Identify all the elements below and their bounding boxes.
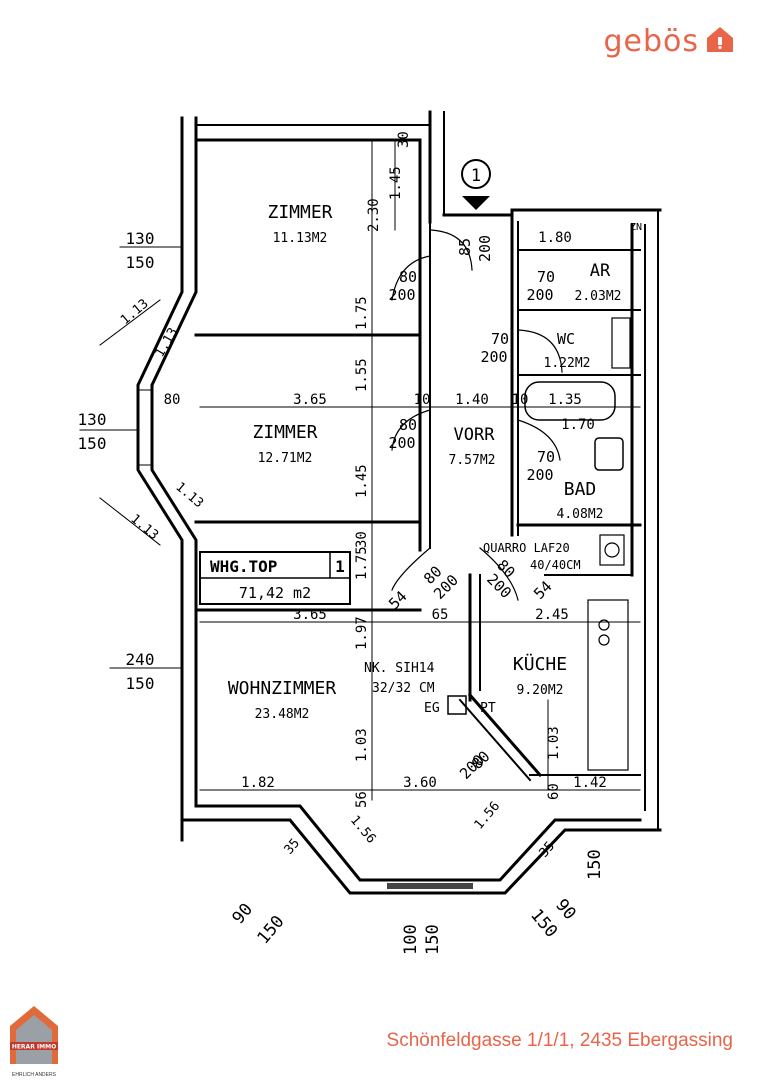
dim-label: 200 — [526, 466, 553, 484]
dim-label: 80 — [399, 416, 417, 434]
dim-label: 100 — [401, 924, 421, 955]
dim-label: 1.82 — [241, 775, 275, 791]
property-address: Schönfeldgasse 1/1/1, 2435 Ebergassing — [386, 1030, 733, 1051]
dim-label: 30 — [396, 131, 412, 148]
room-name: KÜCHE — [513, 653, 567, 675]
room-name: BAD — [564, 479, 597, 500]
dim-label: 1.56 — [347, 813, 379, 847]
room-area: 4.08M2 — [557, 507, 604, 522]
dim-label: 2.45 — [535, 607, 569, 623]
floor-plan: 1 WHG.TOP 1 71,42 m2 ZIMMER 11.13M2 ZIMM… — [78, 110, 662, 955]
house-icon — [705, 24, 735, 59]
section-marker: 1 — [471, 166, 481, 186]
agency-logo: HERAR IMMO — [8, 1004, 60, 1074]
dim-label: 70 — [537, 448, 555, 466]
dim-label: 150 — [423, 924, 443, 955]
note-quarro-size: 40/40CM — [530, 558, 581, 572]
room-name: ZIMMER — [252, 422, 317, 443]
dim-label: 1.55 — [354, 358, 370, 392]
dim-label: 150 — [126, 253, 155, 272]
dim-label: 70 — [491, 330, 509, 348]
dim-label: 3.60 — [403, 775, 437, 791]
dim-label: 35 — [282, 836, 304, 858]
dim-label: 2.30 — [366, 198, 382, 232]
dim-label: 56 — [354, 791, 370, 808]
dim-label: 200 — [388, 434, 415, 452]
dim-label: 90 — [551, 895, 579, 924]
room-name: WOHNZIMMER — [228, 678, 337, 699]
dim-label: 150 — [126, 674, 155, 693]
room-area: 11.13M2 — [273, 231, 328, 246]
dim-label: 1.13 — [127, 512, 161, 544]
note-nk-size: 32/32 CM — [372, 681, 435, 696]
note-eg: EG — [424, 701, 440, 716]
dim-label: 3.65 — [293, 607, 327, 623]
dim-label: 10 — [512, 392, 529, 408]
unit-number: 1 — [335, 557, 345, 576]
dim-label: 54 — [530, 577, 556, 603]
dim-label: 1.80 — [538, 230, 572, 246]
room-area: 23.48M2 — [255, 707, 310, 722]
dim-label: 200 — [480, 348, 507, 366]
dim-label: 3.65 — [293, 392, 327, 408]
room-area: 1.22M2 — [544, 356, 591, 371]
agency-name: HERAR IMMO — [12, 1044, 56, 1051]
room-name: ZIMMER — [267, 202, 332, 223]
dim-label: 130 — [126, 229, 155, 248]
dim-label: 130 — [78, 410, 107, 429]
room-area: 2.03M2 — [575, 289, 622, 304]
dim-label: 200 — [388, 286, 415, 304]
agency-tagline: EHRLICH ANDERS — [12, 1072, 56, 1078]
dim-label: 1.40 — [455, 392, 489, 408]
dim-label: 1.45 — [354, 464, 370, 498]
dim-label: 200 — [476, 235, 494, 262]
dim-label: 1.42 — [573, 775, 607, 791]
dim-label: 1.35 — [548, 392, 582, 408]
note-nk: NK. SIH14 — [364, 661, 435, 676]
dim-label: 70 — [537, 268, 555, 286]
room-area: 12.71M2 — [258, 451, 313, 466]
dim-label: 1.75 — [354, 546, 370, 580]
dim-label: 90 — [229, 900, 257, 929]
dim-label: 60 — [546, 783, 562, 800]
dim-label: 80 — [399, 268, 417, 286]
dim-label: 1.03 — [546, 726, 562, 760]
room-name: WC — [557, 330, 575, 348]
dim-label: 1.13 — [172, 480, 206, 512]
dim-label: 85 — [456, 238, 474, 256]
unit-area: 71,42 m2 — [239, 584, 311, 602]
brand-name: gebös — [603, 24, 699, 59]
dim-label: 65 — [432, 607, 449, 623]
dim-label: 1.97 — [354, 616, 370, 650]
dim-label: 1.45 — [388, 166, 404, 200]
dim-label: 30 — [354, 531, 370, 548]
dim-label: 1.03 — [354, 728, 370, 762]
dim-label: 1.56 — [472, 799, 504, 833]
dim-label: 80 — [164, 392, 181, 408]
brand-logo: gebös — [603, 24, 735, 59]
note-quarro: QUARRO LAF20 — [483, 541, 570, 555]
dim-label: 150 — [78, 434, 107, 453]
room-name: VORR — [454, 425, 496, 445]
room-area: 9.20M2 — [517, 683, 564, 698]
dim-label: 240 — [126, 650, 155, 669]
note-zn: ZN — [630, 222, 642, 233]
dim-label: 1.75 — [354, 296, 370, 330]
dim-label: 1.13 — [118, 296, 152, 328]
room-name: AR — [590, 261, 611, 281]
dim-label: 10 — [414, 392, 431, 408]
dim-label: 150 — [254, 912, 289, 948]
note-pt: PT — [480, 701, 496, 716]
dim-label: 200 — [526, 286, 553, 304]
dim-label: 150 — [585, 849, 605, 880]
dim-label: 1.70 — [561, 417, 595, 433]
room-area: 7.57M2 — [449, 453, 496, 468]
unit-label: WHG.TOP — [210, 557, 277, 576]
